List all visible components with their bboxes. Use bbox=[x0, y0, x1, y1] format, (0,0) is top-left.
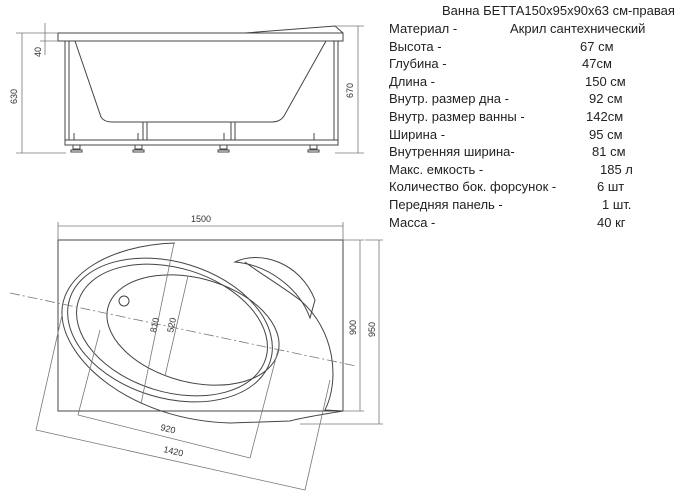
top-view: 1500 900 950 810 520 920 1420 bbox=[9, 214, 383, 491]
spec-value: 150 см bbox=[585, 73, 626, 89]
spec-row: Внутренняя ширина- 81 см bbox=[389, 143, 626, 161]
dim-900: 900 bbox=[348, 320, 358, 335]
product-title: Ванна БЕТТА150х95х90х63 см-правая bbox=[442, 3, 675, 18]
dim-950: 950 bbox=[367, 322, 377, 337]
spec-label: Передняя панель - bbox=[389, 196, 503, 212]
spec-row: Длина - 150 см bbox=[389, 73, 626, 91]
spec-label: Внутр. размер дна - bbox=[389, 91, 509, 107]
dim-920: 920 bbox=[160, 422, 177, 435]
spec-row: Внутр. размер ванны - 142см bbox=[389, 108, 623, 126]
spec-table: Материал - Акрил сантехнический Высота - 6… bbox=[389, 20, 645, 232]
basin-bottom bbox=[106, 274, 280, 386]
spec-label: Материал - bbox=[389, 21, 458, 36]
spec-row: Макс. емкость - 185 л bbox=[389, 161, 633, 179]
rim-ellipse-outer bbox=[67, 257, 273, 403]
spec-value: 81 см bbox=[592, 144, 626, 160]
rim-slope bbox=[244, 25, 344, 34]
spec-label: Количество бок. форсунок - bbox=[389, 179, 557, 195]
spec-row: Материал - Акрил сантехнический bbox=[389, 20, 645, 38]
spec-row: Ширина - 95 см bbox=[389, 126, 623, 144]
dim-670: 670 bbox=[345, 83, 355, 98]
dim-40: 40 bbox=[33, 47, 43, 57]
headrest bbox=[233, 257, 316, 320]
spec-label: Внутр. размер ванны - bbox=[389, 108, 525, 124]
spec-label: Высота - bbox=[389, 38, 442, 54]
dim-630: 630 bbox=[9, 89, 19, 104]
spec-label: Внутренняя ширина- bbox=[389, 144, 515, 160]
spec-value: 40 кг bbox=[597, 214, 626, 230]
axis-line bbox=[9, 292, 357, 367]
side-view: 40 630 670 bbox=[9, 23, 364, 154]
spec-row: Внутр. размер дна - 92 см bbox=[389, 90, 623, 108]
spec-value: 1 шт. bbox=[602, 196, 632, 212]
spec-row: Глубина - 47см bbox=[389, 55, 612, 73]
spec-label: Масса - bbox=[389, 214, 436, 230]
spec-label: Длина - bbox=[389, 73, 436, 89]
spec-row: Количество бок. форсунок - 6 шт bbox=[389, 178, 624, 196]
dim-520: 520 bbox=[165, 317, 178, 334]
spec-row: Передняя панель - 1 шт. bbox=[389, 196, 631, 214]
spec-row: Масса - 40 кг bbox=[389, 214, 626, 232]
outline-rect bbox=[57, 239, 344, 412]
spec-value: 47см bbox=[582, 56, 612, 72]
dim-810: 810 bbox=[148, 317, 161, 334]
tub-body bbox=[74, 40, 327, 123]
spec-value: 185 л bbox=[600, 161, 633, 177]
spec-label: Макс. емкость - bbox=[389, 161, 484, 177]
drain-icon bbox=[118, 295, 130, 307]
spec-value: 67 см bbox=[580, 38, 614, 54]
rim-ellipse-inner bbox=[76, 263, 268, 397]
spec-value: 6 шт bbox=[597, 179, 625, 195]
dim-1500: 1500 bbox=[191, 214, 211, 224]
spec-value: 142см bbox=[586, 108, 624, 124]
dim-1420: 1420 bbox=[163, 444, 185, 458]
spec-label: Глубина - bbox=[389, 56, 447, 72]
spec-label: Ширина - bbox=[389, 126, 446, 142]
outer-shell bbox=[61, 242, 344, 424]
spec-value: 92 см bbox=[589, 91, 623, 107]
frame-rail bbox=[64, 139, 339, 146]
spec-value: 95 см bbox=[589, 126, 623, 142]
rim bbox=[57, 32, 344, 42]
feet bbox=[70, 133, 320, 153]
spec-row: Высота - 67 см bbox=[389, 38, 614, 56]
spec-value: Акрил сантехнический bbox=[510, 21, 646, 36]
